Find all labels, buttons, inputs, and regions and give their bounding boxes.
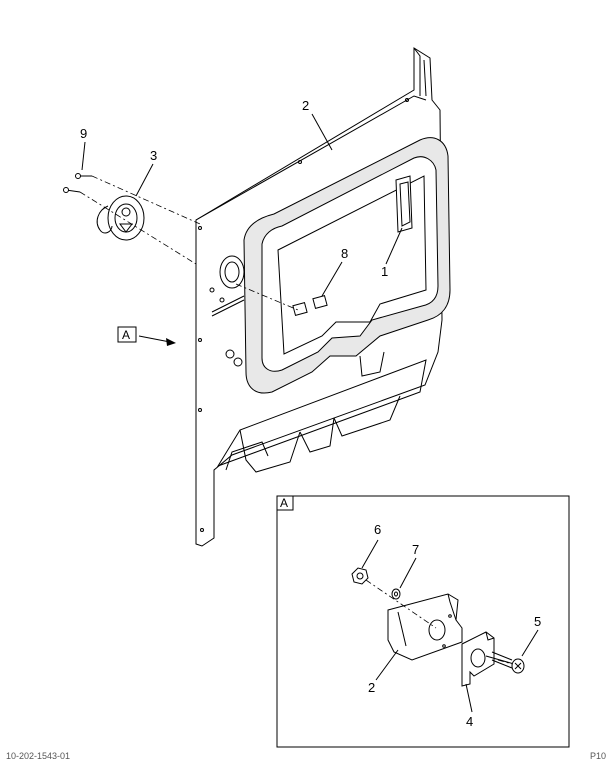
leader-4 — [465, 683, 473, 713]
screw-9b — [63, 187, 81, 193]
screw-9 — [75, 173, 92, 179]
callout-6: 6 — [374, 522, 381, 537]
callout-7: 7 — [412, 542, 419, 557]
handle-assembly — [96, 195, 145, 241]
leader-9 — [81, 141, 86, 171]
leader-5 — [521, 629, 539, 657]
ref-arrow-head — [166, 338, 176, 346]
detail-view-a: A — [276, 495, 570, 748]
retainer-clip — [461, 631, 495, 687]
bracket-plate — [387, 593, 463, 661]
callout-2: 2 — [302, 98, 309, 113]
leader-2 — [311, 113, 333, 151]
detail-axis — [365, 579, 513, 665]
callout-4: 4 — [466, 714, 473, 729]
leader-1 — [385, 227, 403, 265]
svg-text:A: A — [122, 328, 130, 342]
nut-6 — [351, 567, 369, 585]
detail-ref-label: A — [280, 496, 288, 510]
callout-8: 8 — [341, 246, 348, 261]
washer-7 — [391, 588, 401, 600]
footer-page-ref: P10 — [590, 751, 606, 761]
screw-5 — [485, 651, 525, 674]
callout-9: 9 — [80, 126, 87, 141]
assembly-line-3 — [235, 283, 299, 311]
callout-1: 1 — [381, 264, 388, 279]
door-trim-panel — [195, 47, 451, 547]
callout-2-detail: 2 — [368, 680, 375, 695]
callout-3: 3 — [150, 148, 157, 163]
leader-8 — [321, 261, 343, 297]
ref-arrow — [138, 335, 171, 343]
bracket-hole — [428, 619, 446, 641]
assembly-line-2 — [79, 191, 197, 265]
view-ref-a: A — [117, 326, 137, 343]
leader-3 — [135, 163, 154, 197]
detail-ref-box — [276, 495, 294, 511]
leader-2-detail — [375, 649, 399, 681]
footer-drawing-number: 10-202-1543-01 — [6, 751, 70, 761]
detail-frame — [276, 495, 570, 748]
leader-7 — [399, 557, 417, 589]
leader-6 — [361, 539, 379, 569]
callout-5: 5 — [534, 614, 541, 629]
assembly-line-1 — [91, 175, 201, 225]
